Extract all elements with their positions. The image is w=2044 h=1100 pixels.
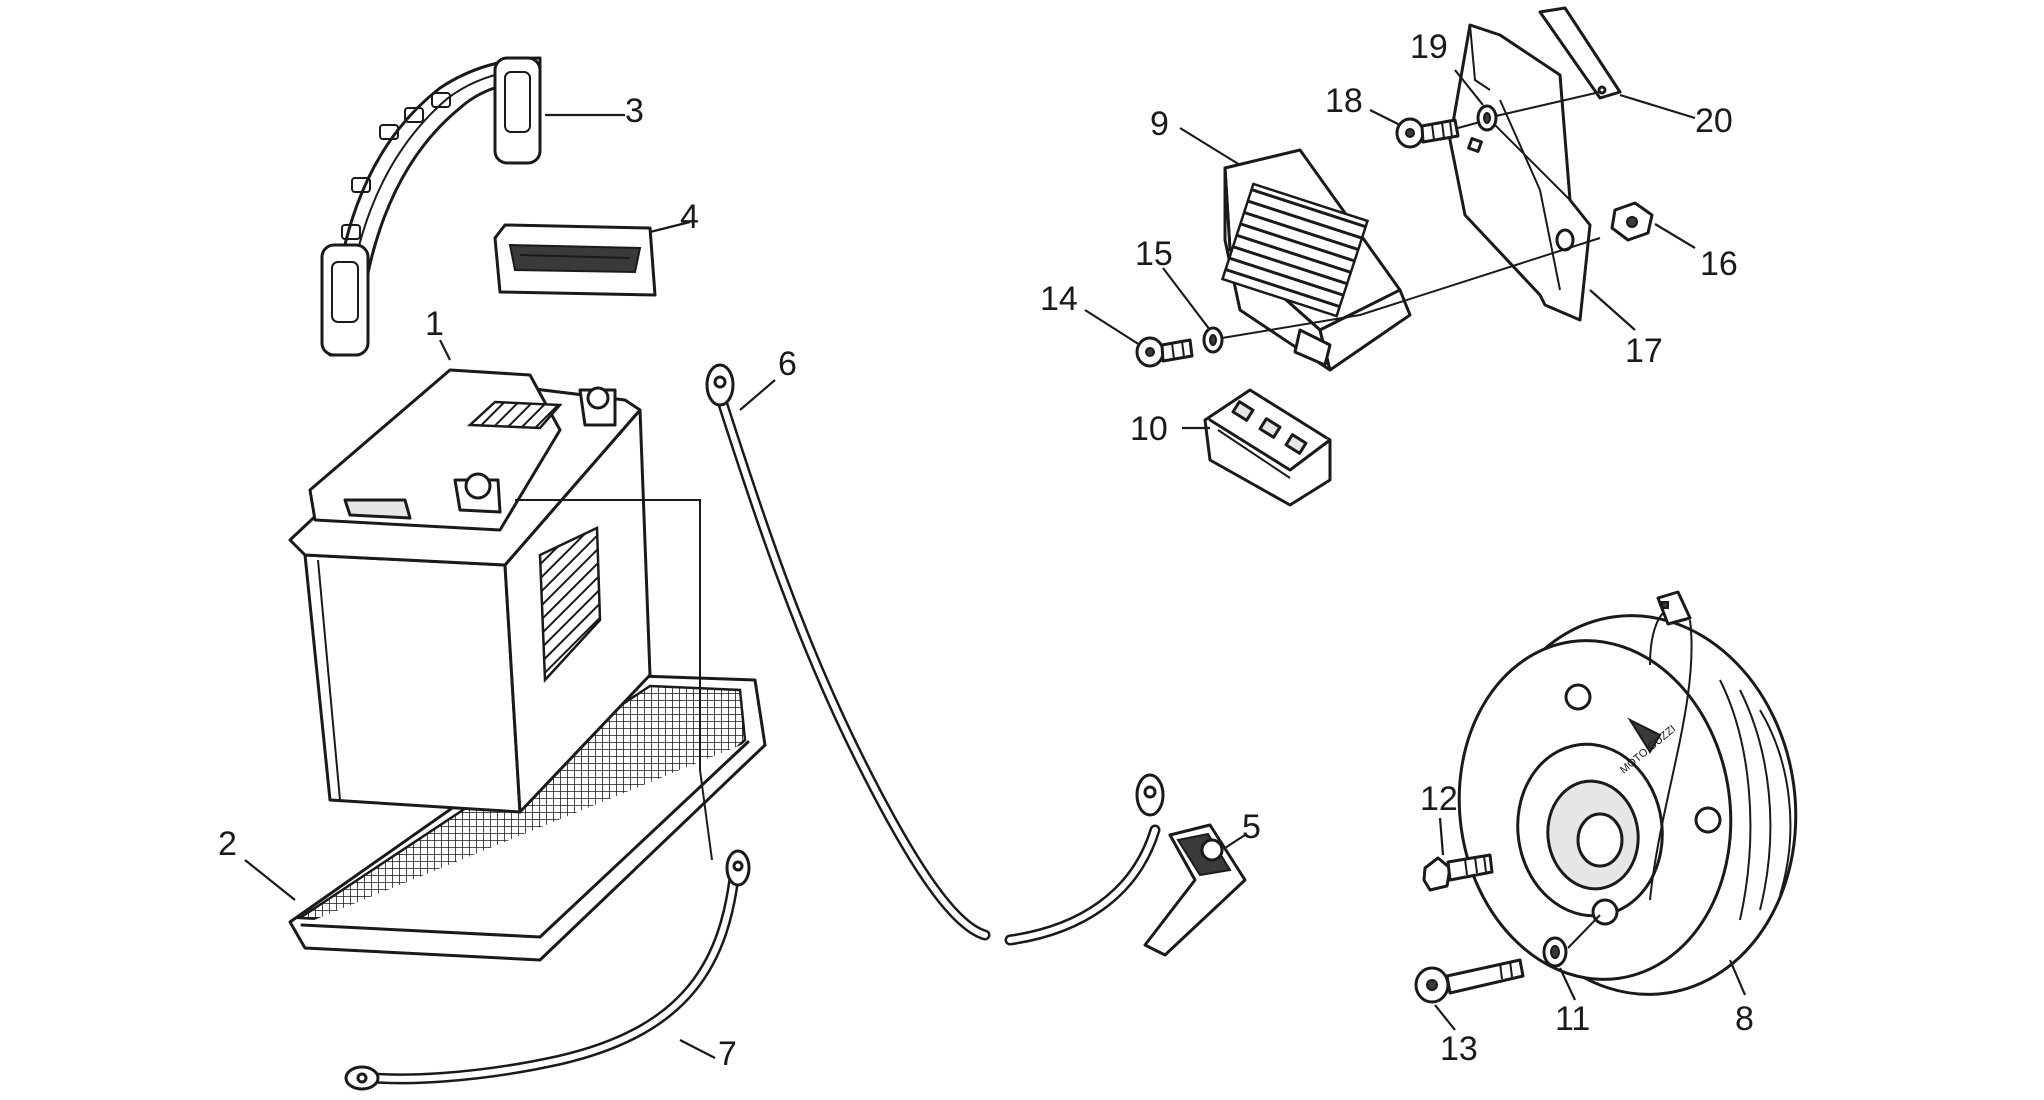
- callout-15: 15: [1135, 235, 1173, 273]
- battery-strap: [320, 56, 542, 357]
- callout-5: 5: [1242, 808, 1261, 846]
- nut-16: [1610, 201, 1654, 242]
- alternator: MOTO GUZZI: [1457, 590, 1798, 996]
- mounting-bracket: [1448, 23, 1592, 322]
- callout-2: 2: [218, 825, 237, 863]
- callout-7: 7: [718, 1035, 737, 1073]
- callout-19: 19: [1410, 28, 1448, 66]
- voltage-regulator: [1220, 148, 1412, 372]
- callout-16: 16: [1700, 245, 1738, 283]
- bolt-12: [1422, 853, 1494, 892]
- bolt-13: [1414, 958, 1525, 1004]
- screw-18: [1395, 117, 1460, 149]
- washer-15: [1202, 326, 1224, 354]
- main-cable: [705, 363, 1165, 946]
- leader-lines: [244, 69, 1747, 1059]
- callout-8: 8: [1735, 1000, 1754, 1038]
- screw-14: [1135, 336, 1194, 368]
- callout-18: 18: [1325, 82, 1363, 120]
- callout-17: 17: [1625, 332, 1663, 370]
- callout-14: 14: [1040, 280, 1078, 318]
- connector-block: [1203, 388, 1332, 507]
- callout-labels: 1 2 3 4 5 6 7 8 9 10 11 12 13 14 15 16 1…: [218, 28, 1754, 1073]
- battery: [288, 368, 652, 814]
- terminal-clamp: [1143, 823, 1247, 957]
- callout-4: 4: [680, 198, 699, 236]
- washer-11: [1542, 936, 1568, 968]
- callout-3: 3: [625, 92, 644, 130]
- ground-cable: [344, 849, 751, 1091]
- callout-10: 10: [1130, 410, 1168, 448]
- callout-1: 1: [425, 305, 444, 343]
- callout-13: 13: [1440, 1030, 1478, 1068]
- callout-20: 20: [1695, 102, 1733, 140]
- callout-12: 12: [1420, 780, 1458, 818]
- callout-11: 11: [1555, 1000, 1590, 1038]
- callout-6: 6: [778, 345, 797, 383]
- battery-rubber-cap: [493, 223, 657, 297]
- washer-19: [1476, 104, 1498, 132]
- callout-9: 9: [1150, 105, 1169, 143]
- mounting-plate: [1538, 6, 1622, 100]
